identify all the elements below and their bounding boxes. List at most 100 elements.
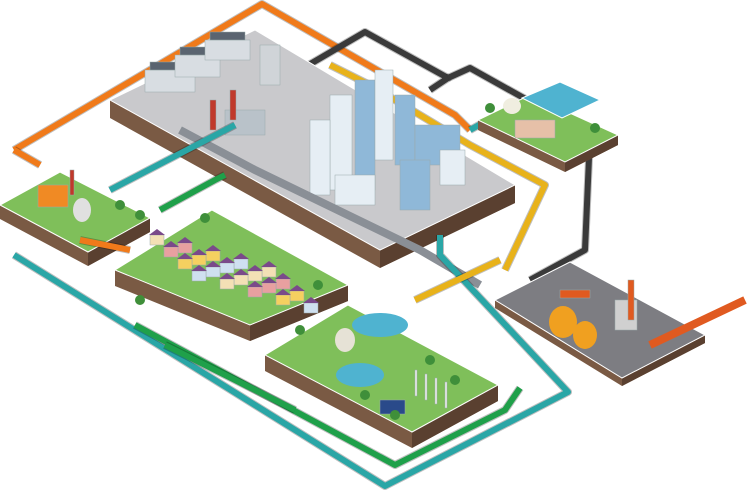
house-roof bbox=[261, 277, 277, 283]
cooling-tower bbox=[73, 198, 91, 222]
orange-pipe bbox=[12, 1, 473, 153]
tree bbox=[135, 210, 145, 220]
house-roof bbox=[163, 241, 179, 247]
house bbox=[149, 234, 165, 246]
house bbox=[205, 250, 221, 262]
house bbox=[205, 266, 221, 278]
house-roof bbox=[177, 253, 193, 259]
water-treatment-tile-soil-side bbox=[565, 135, 618, 172]
house bbox=[163, 246, 179, 258]
house-roof bbox=[247, 265, 263, 271]
house-roof bbox=[289, 285, 305, 291]
house bbox=[219, 278, 235, 290]
house-roof bbox=[219, 257, 235, 263]
utility-pipes-back bbox=[11, 0, 594, 284]
tree bbox=[590, 123, 600, 133]
orange-pipe-branch bbox=[12, 147, 42, 168]
storage-tank bbox=[503, 98, 521, 114]
tree bbox=[390, 410, 400, 420]
wind-turbine bbox=[434, 377, 438, 405]
house-roof bbox=[233, 269, 249, 275]
lake bbox=[336, 363, 384, 387]
warehouse-roof bbox=[209, 31, 246, 41]
green-pipe-top bbox=[158, 172, 227, 213]
refinery-tile bbox=[493, 261, 707, 379]
house-roof bbox=[233, 253, 249, 259]
house bbox=[177, 242, 193, 254]
house-roof bbox=[205, 245, 221, 251]
house bbox=[261, 282, 277, 294]
office-tower bbox=[374, 69, 394, 161]
house-roof bbox=[219, 273, 235, 279]
tree bbox=[425, 355, 435, 365]
refinery-tile-soil-side bbox=[622, 335, 705, 386]
teal-pipe bbox=[12, 235, 571, 489]
tree bbox=[115, 200, 125, 210]
factory-tower bbox=[259, 44, 281, 86]
tree bbox=[135, 295, 145, 305]
house-roof bbox=[275, 273, 291, 279]
tree bbox=[485, 103, 495, 113]
house-roof bbox=[247, 281, 263, 287]
tree bbox=[450, 375, 460, 385]
smokestack bbox=[229, 89, 237, 121]
house bbox=[247, 286, 263, 298]
tree bbox=[295, 325, 305, 335]
office-tower bbox=[354, 79, 376, 191]
wind-turbine bbox=[414, 369, 418, 397]
office-tower bbox=[439, 149, 466, 186]
wind-turbine bbox=[444, 381, 448, 409]
power-plant-tile-soil-side bbox=[88, 218, 150, 266]
residential-tile-soil-side bbox=[250, 285, 348, 341]
house bbox=[219, 262, 235, 274]
office-tower bbox=[309, 119, 331, 196]
house-roof bbox=[191, 265, 207, 271]
house bbox=[275, 294, 291, 306]
office-tower bbox=[394, 94, 416, 166]
office-tower bbox=[414, 124, 461, 166]
refinery-tower bbox=[627, 279, 635, 321]
house bbox=[233, 258, 249, 270]
power-plant-building bbox=[37, 184, 69, 208]
house-roof bbox=[191, 249, 207, 255]
house bbox=[289, 290, 305, 302]
yellow-pipe bbox=[328, 62, 548, 272]
house-roof bbox=[303, 297, 319, 303]
house-roof bbox=[205, 261, 221, 267]
house bbox=[247, 270, 263, 282]
house bbox=[191, 254, 207, 266]
house-roof bbox=[275, 289, 291, 295]
office-tower bbox=[399, 159, 431, 211]
power-plant-chimney bbox=[69, 169, 75, 196]
fuel-tank bbox=[549, 306, 577, 338]
house bbox=[177, 258, 193, 270]
park-tile bbox=[263, 304, 500, 433]
water-basin bbox=[520, 81, 602, 119]
dark-pipe-top bbox=[298, 29, 451, 93]
freight-train bbox=[648, 296, 747, 349]
park-tile-soil-side bbox=[412, 385, 498, 448]
utility-pipes-front bbox=[11, 121, 572, 490]
house-roof bbox=[149, 229, 165, 235]
pond bbox=[352, 313, 408, 337]
treatment-building bbox=[514, 119, 556, 139]
house bbox=[303, 302, 319, 314]
teal-pipe-city bbox=[108, 122, 237, 193]
yellow-pipe-refinery bbox=[413, 257, 502, 303]
house bbox=[233, 274, 249, 286]
tree bbox=[200, 213, 210, 223]
green-pipe-inner bbox=[163, 342, 297, 413]
house bbox=[261, 266, 277, 278]
house-roof bbox=[177, 237, 193, 243]
water-tank bbox=[335, 328, 355, 352]
house-roof bbox=[261, 261, 277, 267]
district-details bbox=[37, 31, 747, 420]
wind-turbine bbox=[424, 373, 428, 401]
house bbox=[191, 270, 207, 282]
tree bbox=[360, 390, 370, 400]
warehouse bbox=[204, 39, 251, 61]
tree bbox=[313, 280, 323, 290]
office-tower bbox=[334, 174, 376, 206]
smokestack bbox=[209, 99, 217, 131]
